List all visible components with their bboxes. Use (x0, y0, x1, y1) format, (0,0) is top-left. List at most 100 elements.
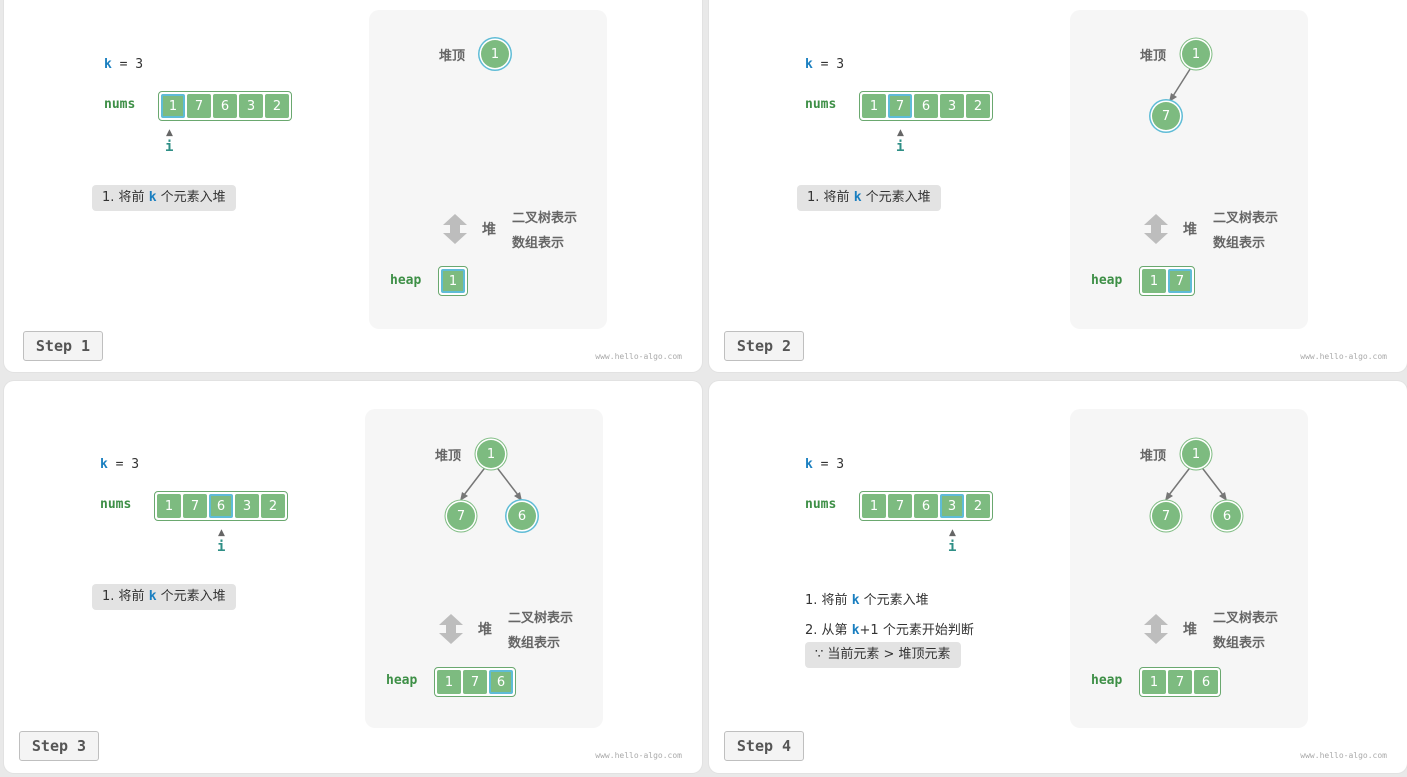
tree-edge (1169, 65, 1193, 102)
step-1-panel: k = 3 nums 1 7 6 3 2 ▲ i 1. 将前 k 个元素入堆 堆… (4, 0, 702, 372)
nums-cell: 3 (940, 494, 964, 518)
nums-cell: 6 (914, 94, 938, 118)
heap-cell: 7 (463, 670, 487, 694)
heap-view-area: 堆顶 1 7 6 堆 二叉树表示 数组表示 1 7 6 (1070, 409, 1308, 728)
note-step-text: 1. 将前 k 个元素入堆 (797, 185, 941, 211)
tree-node: 7 (447, 502, 475, 530)
heap-cell: 6 (489, 670, 513, 694)
legend-tree: 二叉树表示 (508, 611, 574, 626)
k-line: k = 3 (805, 57, 845, 72)
nums-cell: 2 (261, 494, 285, 518)
heap-label: heap (386, 673, 418, 688)
note-step-1: 1. 将前 k 个元素入堆 (805, 593, 929, 608)
nums-cell: 6 (209, 494, 233, 518)
heap-word: 堆 (482, 222, 496, 238)
heap-array: 1 (438, 266, 468, 296)
nums-cell: 6 (213, 94, 237, 118)
heap-cell: 1 (1142, 269, 1166, 293)
step-3-panel: k = 3 nums 1 7 6 3 2 ▲ i 1. 将前 k 个元素入堆 堆… (4, 381, 702, 773)
nums-cell: 7 (187, 94, 211, 118)
heap-word: 堆 (1183, 622, 1197, 638)
nums-cell: 1 (862, 94, 886, 118)
nums-label: nums (805, 97, 837, 112)
nums-label: nums (805, 497, 837, 512)
step-label: Step 3 (19, 731, 99, 761)
heap-word: 堆 (1183, 222, 1197, 238)
nums-cell: 2 (966, 94, 990, 118)
heap-top-label: 堆顶 (439, 49, 466, 64)
legend-array: 数组表示 (508, 636, 561, 651)
tree-node: 1 (1182, 40, 1210, 68)
up-down-arrow-icon (439, 614, 463, 648)
heap-top-label: 堆顶 (1140, 449, 1167, 464)
step-label: Step 4 (724, 731, 804, 761)
heap-cell: 7 (1168, 269, 1192, 293)
k-line: k = 3 (104, 57, 144, 72)
heap-array: 1 7 (1139, 266, 1195, 296)
watermark: www.hello-algo.com (595, 352, 682, 361)
heap-word: 堆 (478, 622, 492, 638)
watermark: www.hello-algo.com (1300, 352, 1387, 361)
tree-edges (1165, 464, 1227, 501)
nums-cell: 3 (235, 494, 259, 518)
up-down-arrow-icon (1144, 214, 1168, 248)
note-step-text: 1. 将前 k 个元素入堆 (92, 584, 236, 610)
nums-label: nums (100, 497, 132, 512)
watermark: www.hello-algo.com (1300, 751, 1387, 760)
nums-cell: 2 (966, 494, 990, 518)
nums-array: 1 7 6 3 2 (158, 91, 292, 121)
pointer-i-label: i (165, 139, 174, 155)
tree-node: 1 (1182, 440, 1210, 468)
legend-array: 数组表示 (1213, 236, 1266, 251)
heap-top-label: 堆顶 (435, 449, 462, 464)
heap-view-area: 堆顶 1 堆 二叉树表示 数组表示 1 (369, 10, 607, 329)
legend-tree: 二叉树表示 (1213, 211, 1279, 226)
nums-cell: 7 (183, 494, 207, 518)
heap-cell: 7 (1168, 670, 1192, 694)
note-step-2: 2. 从第 k+1 个元素开始判断 (805, 623, 974, 638)
tree-node: 7 (1152, 102, 1180, 130)
pointer-arrow-icon: ▲ (166, 128, 173, 138)
tree-node: 6 (508, 502, 536, 530)
step-label: Step 1 (23, 331, 103, 361)
heap-view-area: 堆顶 1 7 6 堆 二叉树表示 数组表示 1 7 6 (365, 409, 603, 728)
nums-cell: 6 (914, 494, 938, 518)
legend-array: 数组表示 (1213, 636, 1266, 651)
pointer-i-label: i (896, 139, 905, 155)
pointer-arrow-icon: ▲ (897, 128, 904, 138)
legend-tree: 二叉树表示 (1213, 611, 1279, 626)
step-label: Step 2 (724, 331, 804, 361)
step-2-panel: k = 3 nums 1 7 6 3 2 ▲ i 1. 将前 k 个元素入堆 堆… (709, 0, 1407, 372)
note-reason: ∵ 当前元素 > 堆顶元素 (805, 642, 961, 668)
heap-cell: 1 (437, 670, 461, 694)
pointer-arrow-icon: ▲ (218, 528, 225, 538)
up-down-arrow-icon (1144, 614, 1168, 648)
nums-cell: 3 (940, 94, 964, 118)
nums-cell: 2 (265, 94, 289, 118)
legend-tree: 二叉树表示 (512, 211, 578, 226)
nums-array: 1 7 6 3 2 (154, 491, 288, 521)
nums-cell: 1 (862, 494, 886, 518)
heap-view-area: 堆顶 1 7 堆 二叉树表示 数组表示 1 7 (1070, 10, 1308, 329)
heap-label: heap (390, 273, 422, 288)
heap-cell: 1 (1142, 670, 1166, 694)
nums-array: 1 7 6 3 2 (859, 91, 993, 121)
heap-label: heap (1091, 273, 1123, 288)
nums-label: nums (104, 97, 136, 112)
nums-cell: 3 (239, 94, 263, 118)
nums-array: 1 7 6 3 2 (859, 491, 993, 521)
pointer-arrow-icon: ▲ (949, 528, 956, 538)
pointer-i-label: i (948, 539, 957, 555)
heap-label: heap (1091, 673, 1123, 688)
tree-edges (460, 464, 522, 501)
k-line: k = 3 (805, 457, 845, 472)
tree-node: 1 (477, 440, 505, 468)
nums-cell: 1 (161, 94, 185, 118)
nums-cell: 7 (888, 94, 912, 118)
heap-top-label: 堆顶 (1140, 49, 1167, 64)
heap-cell: 1 (441, 269, 465, 293)
nums-cell: 1 (157, 494, 181, 518)
watermark: www.hello-algo.com (595, 751, 682, 760)
note-step-text: 1. 将前 k 个元素入堆 (92, 185, 236, 211)
k-line: k = 3 (100, 457, 140, 472)
